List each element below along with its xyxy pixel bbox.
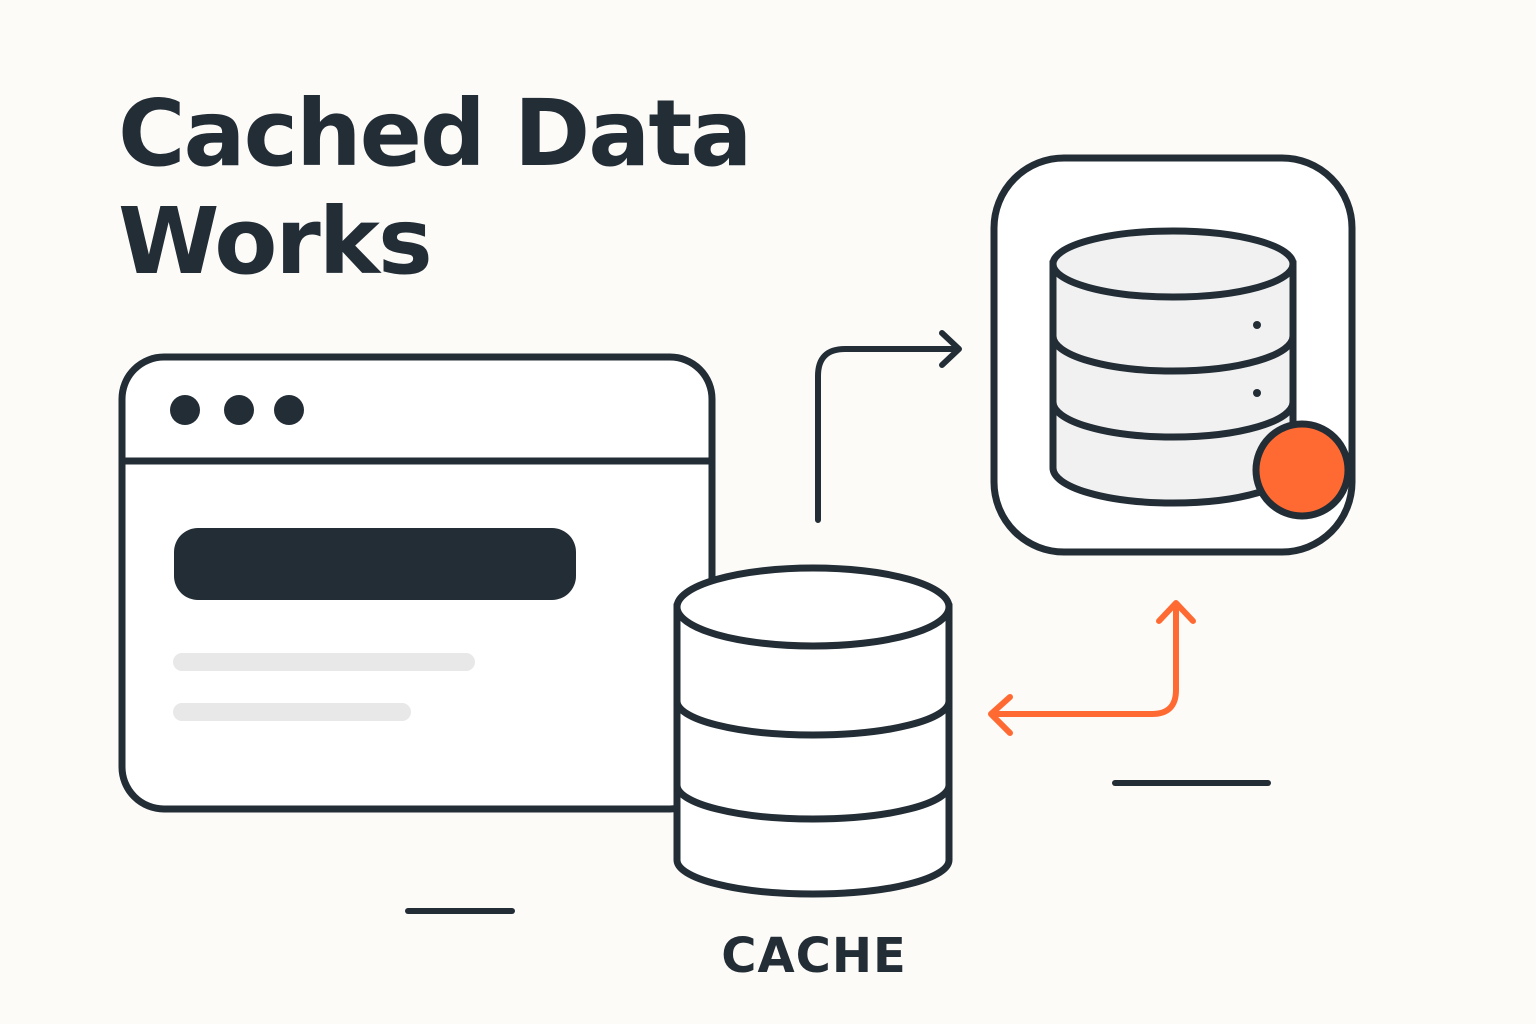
- server-database-icon: [990, 154, 1356, 556]
- window-dot-icon: [274, 395, 304, 425]
- cache-database-icon: [673, 564, 953, 898]
- server-cylinder-ring: [1049, 335, 1297, 375]
- title-line-1: Cached Data: [118, 80, 752, 187]
- placeholder-line: [173, 653, 475, 671]
- cache-cylinder-ring: [673, 700, 953, 739]
- page-title: Cached Data Works: [118, 80, 752, 296]
- placeholder-line: [173, 703, 411, 721]
- browser-window-icon: [118, 353, 716, 813]
- server-led-icon: [1253, 389, 1261, 397]
- cache-cylinder-body: [673, 603, 953, 898]
- cache-cylinder-ring: [673, 784, 953, 823]
- response-arrow-icon: [988, 600, 1196, 736]
- cache-cylinder-top: [673, 564, 953, 650]
- server-cylinder-top: [1049, 227, 1297, 301]
- server-cylinder-ring: [1049, 401, 1297, 441]
- window-dot-icon: [170, 395, 200, 425]
- cache-label: CACHE: [721, 928, 907, 984]
- window-dot-icon: [224, 395, 254, 425]
- request-arrow-icon: [815, 330, 962, 523]
- content-bar: [174, 528, 576, 600]
- server-led-icon: [1253, 321, 1261, 329]
- status-dot-icon: [1252, 420, 1352, 520]
- title-line-2: Works: [118, 188, 433, 295]
